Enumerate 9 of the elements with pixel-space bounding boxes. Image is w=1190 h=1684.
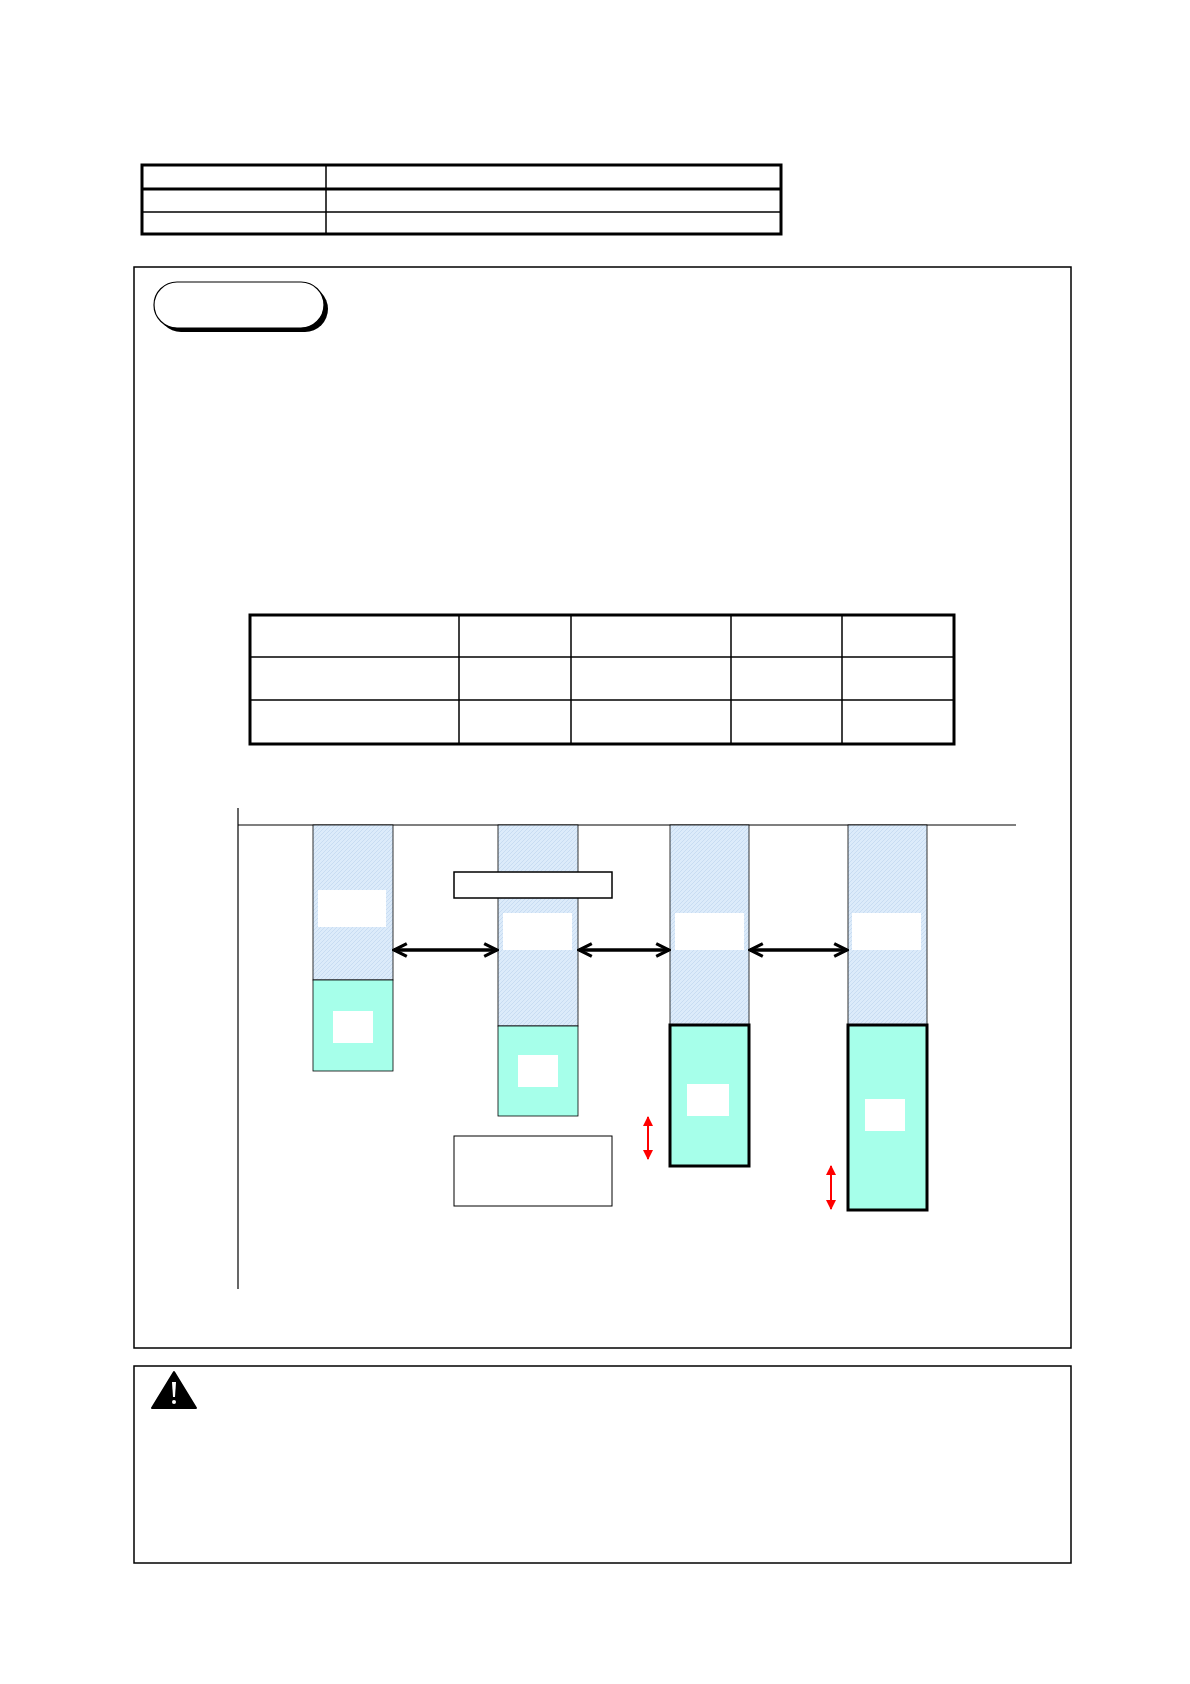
note-box <box>453 1135 613 1207</box>
double-arrow <box>577 942 671 958</box>
stacked-bar <box>846 824 929 1212</box>
double-arrow <box>748 942 849 958</box>
label-box <box>453 871 613 899</box>
stacked-bar <box>497 824 579 1117</box>
stacked-bar <box>312 824 394 1072</box>
double-arrow <box>392 942 499 958</box>
stacked-bar <box>668 824 751 1168</box>
